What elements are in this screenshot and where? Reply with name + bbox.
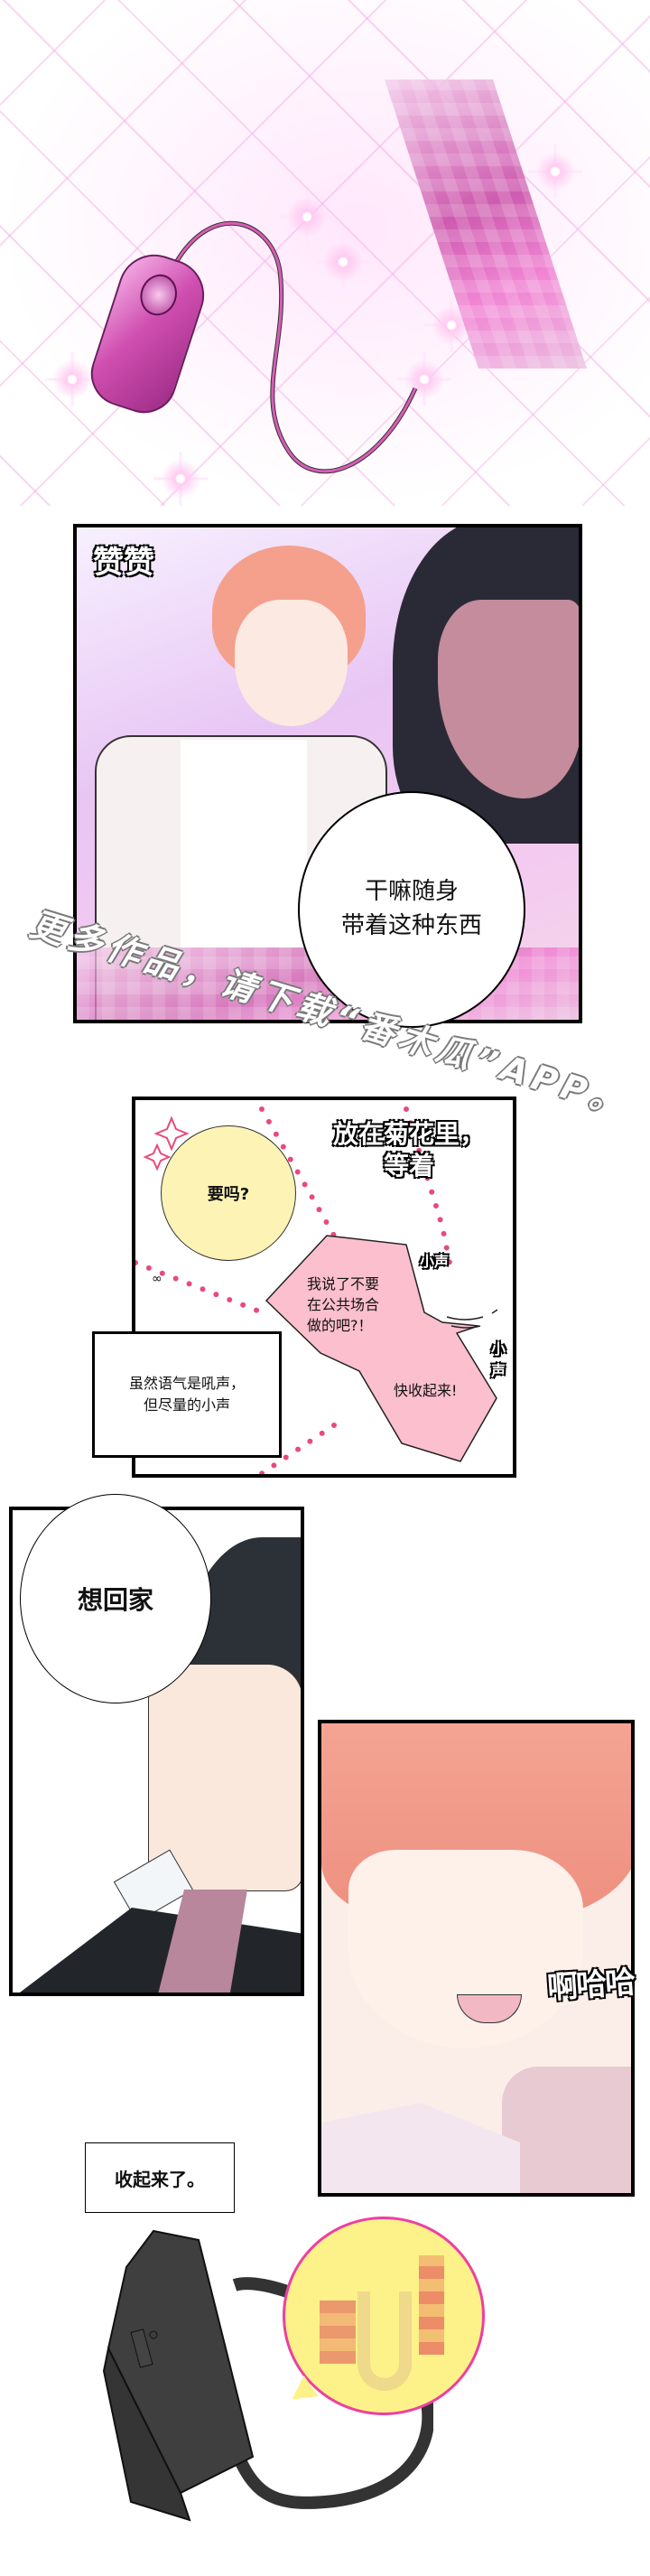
panel-4 bbox=[318, 1720, 635, 2197]
sparkle-icon bbox=[397, 352, 451, 406]
hand-on-chin bbox=[502, 2067, 631, 2193]
speech-bubble-want-home: 想回家 bbox=[20, 1494, 211, 1703]
caption-put-away: 收起来了。 bbox=[85, 2142, 235, 2213]
censored-pixels bbox=[358, 2291, 412, 2391]
sfx-zanzan: 赞赞 bbox=[92, 545, 155, 581]
remote-button-icon bbox=[135, 269, 182, 321]
hands-covering-face bbox=[148, 1664, 301, 1891]
speech-bubble-public-text: 我说了不要 在公共场合 做的吧?！ bbox=[307, 1275, 380, 1335]
speech-line: 干嘛随身 bbox=[364, 878, 459, 906]
panel-2: 要吗? 放在菊花里， 等着 我说了不要 在公共场合 做的吧?！ 快收起来! 小声… bbox=[132, 1097, 516, 1478]
glasses-doodle-icon: ∞ bbox=[152, 1272, 162, 1286]
sfx-ahaha: 啊哈哈 bbox=[545, 1964, 636, 2008]
thought-bubble-censored bbox=[283, 2217, 485, 2415]
speech-bubble-why-carry: 干嘛随身 带着这种东西 bbox=[298, 791, 525, 1028]
sparkle-icon bbox=[45, 352, 99, 406]
cord-drawing bbox=[169, 220, 418, 474]
censored-pixels bbox=[320, 2301, 356, 2364]
sfx-whisper-1: 小声 bbox=[419, 1252, 450, 1271]
sparkle-icon bbox=[153, 452, 208, 506]
sparkle-icon bbox=[528, 145, 582, 199]
speech-bubble-put-away: 快收起来! bbox=[394, 1382, 458, 1399]
sparkle-icon bbox=[316, 235, 370, 289]
sfx-title: 放在菊花里， 等着 bbox=[332, 1118, 486, 1181]
censored-pixels bbox=[419, 2255, 444, 2355]
suit-jacket bbox=[13, 1908, 301, 1993]
shirt-collar bbox=[321, 2103, 520, 2193]
speech-bubble-want: 要吗? bbox=[161, 1125, 296, 1261]
speech-line: 带着这种东西 bbox=[340, 912, 482, 939]
sfx-whisper-2: 小声 bbox=[490, 1339, 506, 1380]
narration-caption: 虽然语气是吼声， 但尽量的小声 bbox=[92, 1331, 282, 1458]
laughing-face bbox=[348, 1850, 583, 2049]
character-face bbox=[235, 600, 348, 726]
